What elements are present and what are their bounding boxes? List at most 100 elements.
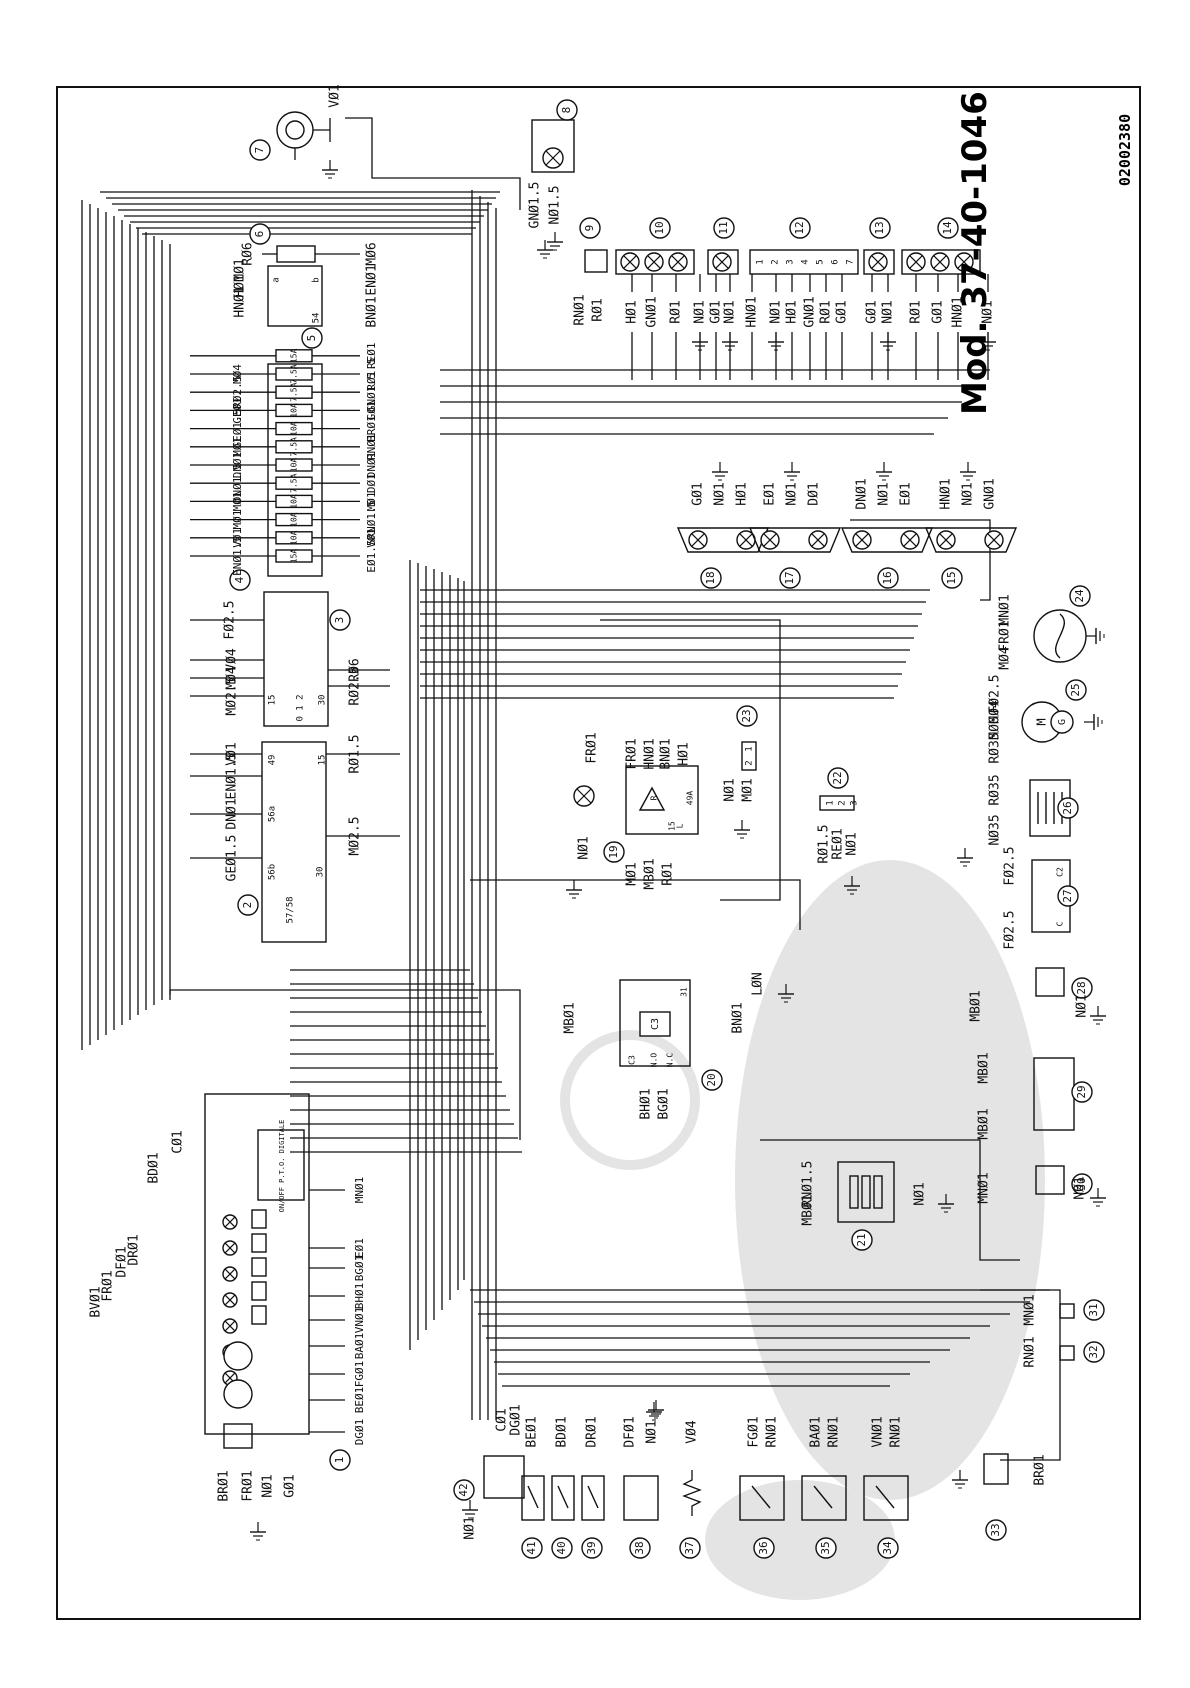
module-connector-b [223, 1379, 253, 1409]
component-number-text-4: 4 [233, 576, 246, 583]
ground-icon [784, 462, 800, 481]
module-slot [251, 1257, 267, 1277]
component-number-text-34: 34 [881, 1541, 894, 1555]
wire-label: DFØ1 [115, 1246, 130, 1277]
ground-icon [880, 332, 896, 351]
contact-label: 15 [668, 821, 677, 831]
ground-icon [980, 332, 996, 351]
wire-label: NØ1 [769, 300, 784, 323]
component-number-text-6: 6 [253, 231, 266, 238]
wire-label: GØ1 [865, 300, 880, 323]
switch-position-label: 0 1 2 [296, 694, 306, 721]
component-number-text-26: 26 [1061, 801, 1074, 814]
wire-label: DØ1 [807, 482, 822, 505]
component-number-11 [713, 217, 735, 239]
component-number-text-5: 5 [305, 335, 318, 342]
component-number-35 [815, 1537, 837, 1559]
lamp-cluster-10 [615, 249, 695, 275]
relay-21 [837, 1161, 895, 1223]
component-number-4 [229, 569, 251, 591]
lamp-cross [623, 255, 637, 269]
component-number-8 [556, 99, 578, 121]
fuse-output-label: RØ2.5 [231, 376, 244, 409]
wire-label: GEØ1.5 [225, 835, 240, 882]
fuse-input-label: RNØ1.5 [365, 500, 378, 540]
module-pin-label: DGØ1 [353, 1419, 366, 1446]
component-number-text-25: 25 [1069, 683, 1082, 696]
component-number-text-28: 28 [1075, 981, 1088, 994]
wire-label: RØ1 [909, 300, 924, 323]
fuse-output-label: GEØ1.5 [231, 409, 244, 449]
wire-label: EØ1 [899, 482, 914, 505]
starter-solenoid-icon [1050, 710, 1074, 734]
wire-label: RØ6 [241, 242, 256, 265]
ignition-switch-2 [261, 741, 327, 943]
switch-contact [751, 1485, 771, 1509]
ground-icon [957, 848, 973, 867]
wire-label: GØ1 [709, 300, 724, 323]
lamp-cross [939, 533, 953, 547]
wire-label: FRØ1 [585, 732, 600, 763]
fuse-6 [275, 458, 313, 472]
wire-label: MØ1 [625, 862, 640, 885]
switch-contact [813, 1485, 833, 1509]
fuse-rating-label: 10A [290, 512, 299, 527]
lamp-cross [739, 533, 753, 547]
component-number-text-2: 2 [241, 902, 254, 909]
fuse-rating-label: 10A [290, 530, 299, 545]
wire-label: MØ4 [225, 666, 240, 690]
fuse-input-label: VØ1 [365, 528, 378, 548]
wire-label: FRØ1 [241, 1470, 256, 1501]
connector-pin: 6 [831, 259, 841, 264]
wire-label: GØ1 [691, 482, 706, 505]
component-number-39 [581, 1537, 603, 1559]
component-number-text-29: 29 [1075, 1085, 1088, 1098]
lamp-cross [224, 1268, 236, 1280]
component-number-text-37: 37 [683, 1541, 696, 1554]
lamp-cross [957, 255, 971, 269]
lamp-cluster-14 [901, 249, 981, 275]
wire-label: RØ1 [661, 862, 676, 885]
wire-label: FØ2.5 [988, 674, 1003, 713]
contact-label: R [650, 795, 659, 800]
fuse-output-label: VØ1 [231, 528, 244, 548]
connector-pin: 4 [801, 259, 811, 264]
wire-label: ENØ1.5 [225, 753, 240, 800]
component-number-text-13: 13 [873, 221, 886, 234]
module-pin-label: EØ1 [353, 1238, 366, 1258]
wire-label: RNØ1 [889, 1416, 904, 1447]
fuse-output-label: MØ1 [231, 437, 244, 457]
module-pin-label: BEØ1 [353, 1387, 366, 1414]
fuse-input-label: DNØ1 [365, 452, 378, 479]
wire-label: MØ6 [365, 242, 380, 265]
harness-run [169, 989, 521, 1140]
wire-label: MØ2.5 [348, 816, 363, 855]
connector-pin: 2 [838, 800, 848, 805]
ground-icon [712, 462, 728, 481]
component-number-text-22: 22 [831, 771, 844, 784]
module-relay [223, 1423, 253, 1449]
component-number-text-30: 30 [1075, 1177, 1088, 1190]
component-number-text-7: 7 [253, 147, 266, 154]
wire-label: RØ35 [988, 774, 1003, 805]
wire-harness [81, 117, 1061, 1461]
horn-inner [285, 120, 305, 140]
contact-label: 31 [680, 987, 689, 997]
wire-label: FØ2.5 [223, 600, 238, 639]
component-number-text-32: 32 [1087, 1345, 1100, 1358]
switch-position-label: 57/58 [286, 896, 296, 923]
fuse-4 [275, 494, 313, 509]
ground-icon [537, 240, 553, 259]
switch-40 [551, 1475, 575, 1521]
wire-label: RNØ1 [1023, 1336, 1038, 1367]
drawing-code: 02002380 [1116, 113, 1134, 187]
ground-icon [876, 462, 892, 481]
ground-icon [566, 880, 582, 899]
component-number-text-23: 23 [740, 709, 753, 722]
wire-label: HØ1 [735, 482, 750, 505]
wire-label: BAØ1 [809, 1416, 824, 1447]
wire-label: MØ1 [233, 258, 248, 281]
wire-label: BRØ1 [217, 1470, 232, 1501]
wire-label: MBØ1 [801, 1194, 816, 1225]
